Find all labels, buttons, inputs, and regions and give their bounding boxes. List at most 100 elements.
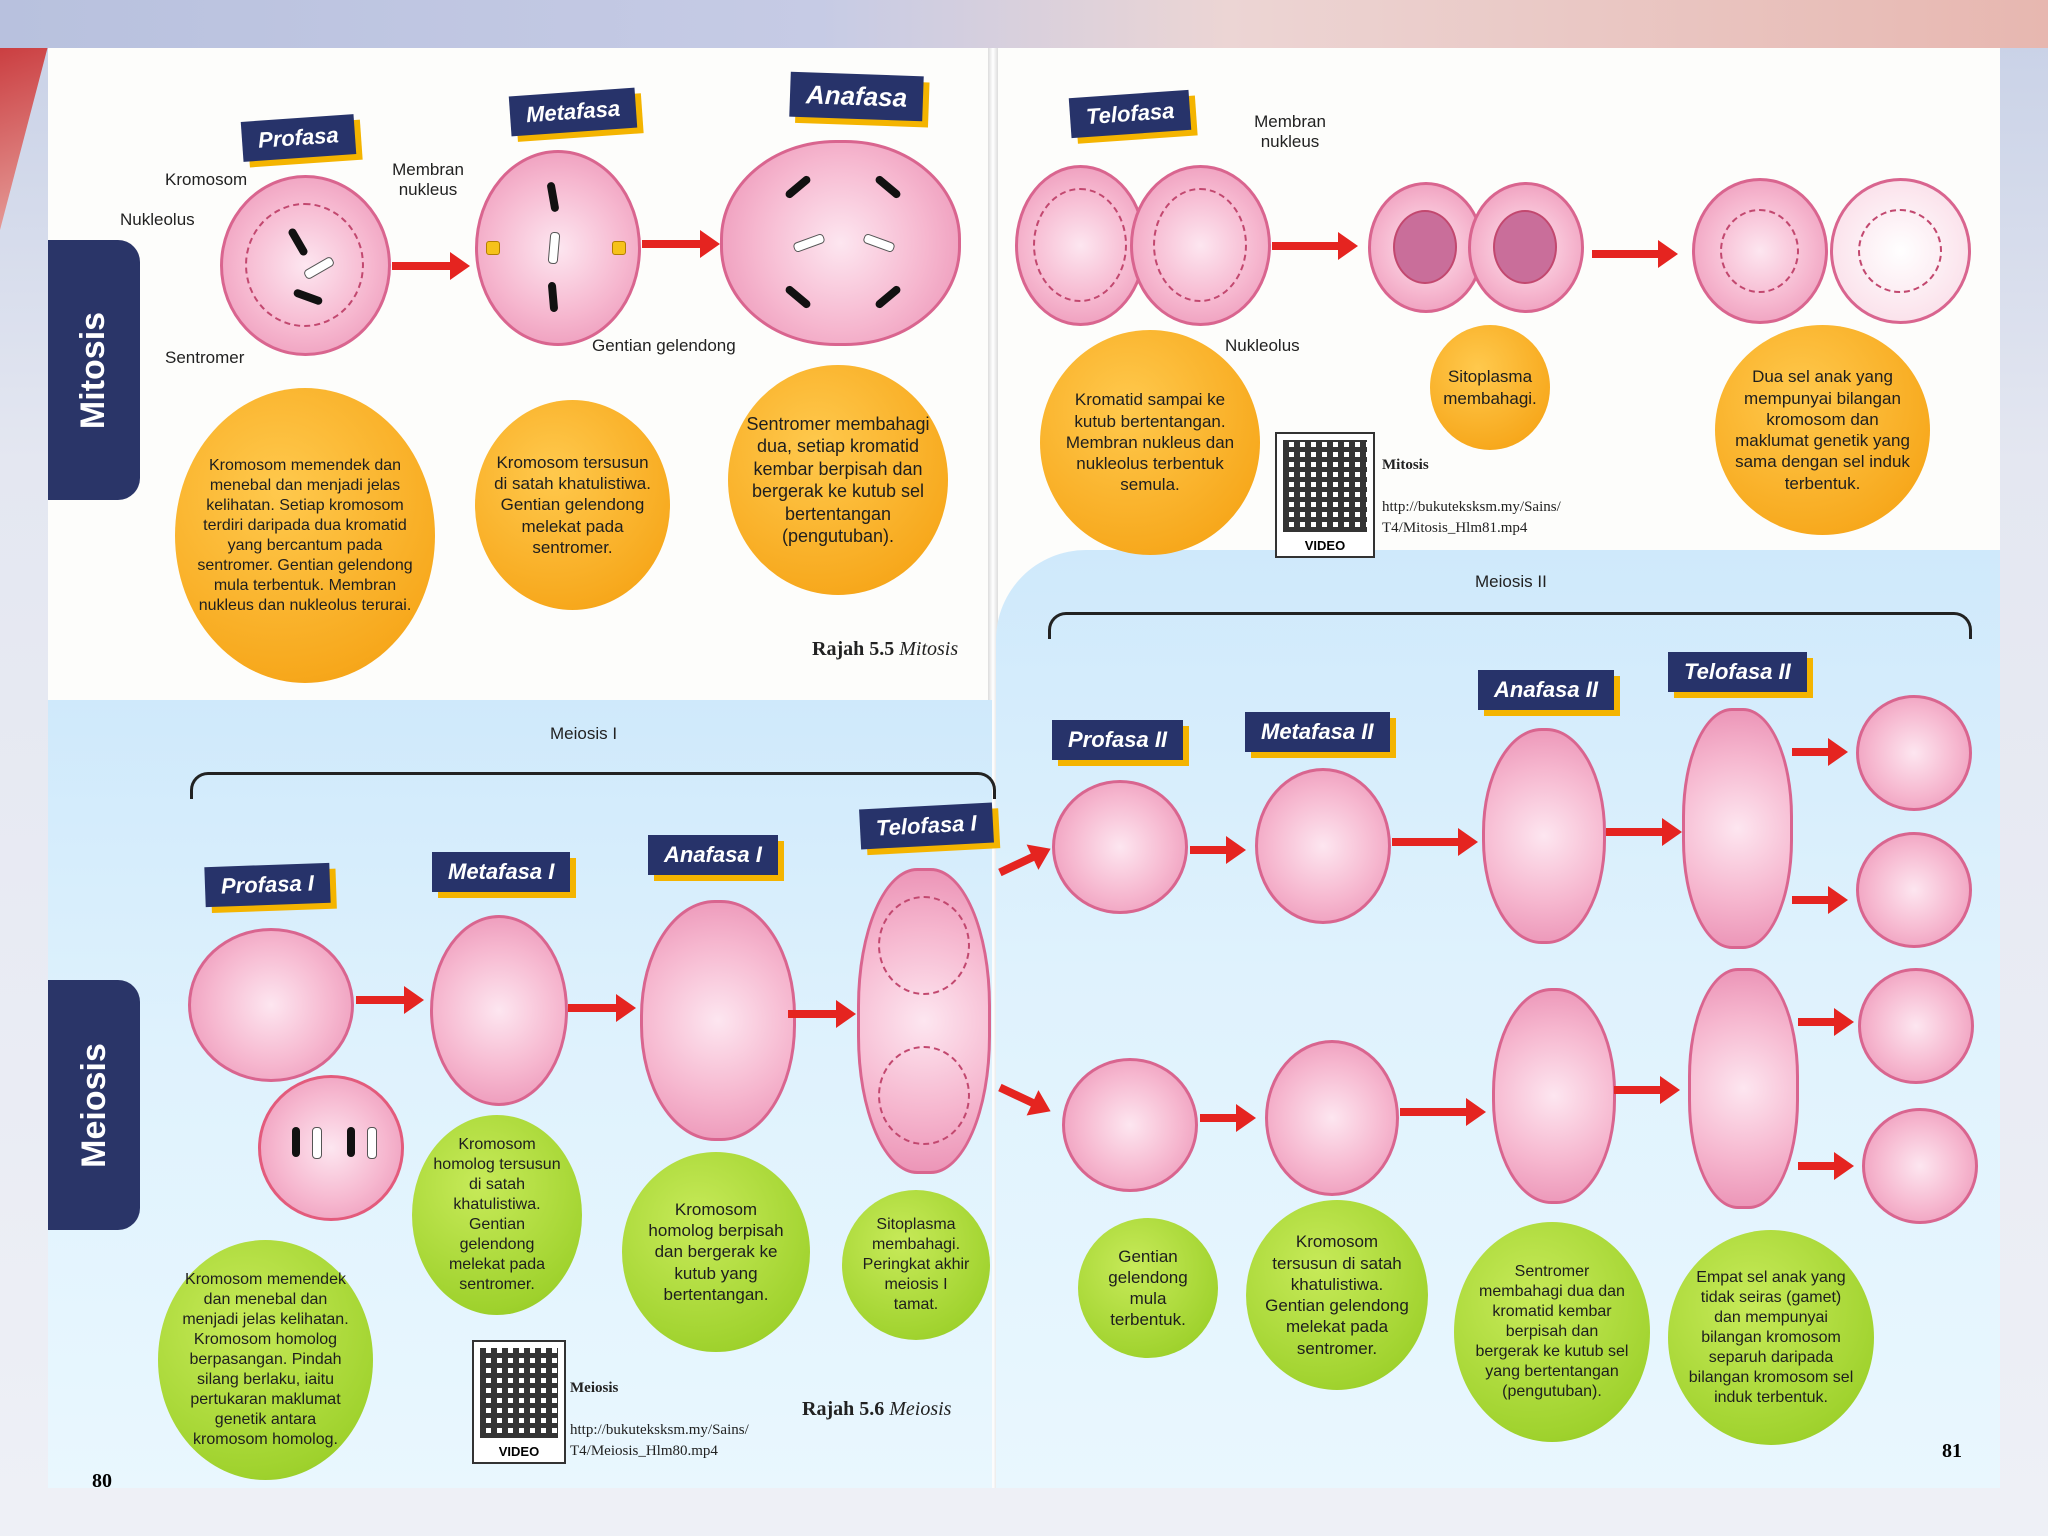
meiosis-tab: Meiosis xyxy=(48,980,140,1230)
arrow xyxy=(356,986,424,1014)
cell-telofasa-2-bottom xyxy=(1688,968,1799,1209)
desc-sitoplasma: Sitoplasma membahagi. xyxy=(1430,325,1550,450)
cell-metafasa-2-bottom xyxy=(1265,1040,1399,1196)
desc-anafasa-2: Sentromer membahagi dua dan kromatid kem… xyxy=(1454,1222,1650,1442)
arrow xyxy=(1592,240,1678,268)
cell-anafasa xyxy=(720,140,961,346)
nucleus xyxy=(878,1046,970,1145)
cell-metafasa xyxy=(475,150,641,346)
stage-metafasa-2: Metafasa II xyxy=(1245,712,1390,752)
cell-anafasa-2-bottom xyxy=(1492,988,1616,1204)
arrow xyxy=(1200,1104,1256,1132)
qr-text-meiosis: Meiosis http://bukuteksksm.my/Sains/ T4/… xyxy=(570,1378,780,1461)
desc-telofasa-1: Sitoplasma membahagi. Peringkat akhir me… xyxy=(842,1190,990,1340)
desc-metafasa: Kromosom tersusun di satah khatulistiwa.… xyxy=(475,400,670,610)
label-sentromer: Sentromer xyxy=(165,348,245,367)
cell-cytokinesis-right xyxy=(1468,182,1584,313)
caption-name: Mitosis xyxy=(899,638,959,660)
chromosome xyxy=(792,232,826,254)
chromosome xyxy=(547,231,561,265)
desc-metafasa-2: Kromosom tersusun di satah khatulistiwa.… xyxy=(1246,1200,1428,1390)
label-meiosis-2: Meiosis II xyxy=(1475,572,1547,591)
arrow xyxy=(1392,828,1478,856)
chromosome xyxy=(862,232,896,254)
arrow xyxy=(788,1000,856,1028)
chromosome xyxy=(367,1127,377,1159)
nucleus xyxy=(1858,209,1942,293)
mitosis-tab: Mitosis xyxy=(48,240,140,500)
qr-video-label: VIDEO xyxy=(498,1444,540,1459)
page-number-right: 81 xyxy=(1942,1440,1962,1462)
chromosome xyxy=(347,1127,355,1157)
qr-code-meiosis[interactable]: VIDEO xyxy=(472,1340,566,1464)
mitosis-tab-label: Mitosis xyxy=(74,311,113,429)
cell-metafasa-1 xyxy=(430,915,568,1106)
nucleus xyxy=(1720,209,1799,293)
stage-anafasa: Anafasa xyxy=(789,71,924,122)
desc-profasa: Kromosom memendek dan menebal dan menjad… xyxy=(175,388,435,683)
desc-metafasa-1: Kromosom homolog tersusun di satah khatu… xyxy=(412,1115,582,1315)
caption-label: Rajah 5.5 xyxy=(812,638,895,660)
label-nukleolus: Nukleolus xyxy=(120,210,195,229)
cell-telofasa-right xyxy=(1130,165,1271,326)
stage-profasa-1: Profasa I xyxy=(204,862,331,908)
qr-title: Mitosis xyxy=(1382,457,1429,473)
centromere xyxy=(486,241,500,255)
stage-anafasa-2: Anafasa II xyxy=(1478,670,1614,710)
cell-telofasa-2-top xyxy=(1682,708,1793,949)
label-membran-nukleus-2: Membran nukleus xyxy=(1254,112,1326,151)
cell-anafasa-2-top xyxy=(1482,728,1606,944)
cell-telofasa-1 xyxy=(857,868,991,1174)
page-number-left: 80 xyxy=(92,1470,112,1492)
slide-top-band xyxy=(0,0,2048,48)
nucleus xyxy=(1493,210,1557,284)
centromere xyxy=(612,241,626,255)
chromosome xyxy=(783,174,813,200)
qr-video-label: VIDEO xyxy=(1304,538,1346,553)
arrow xyxy=(1792,738,1848,766)
brace-meiosis-1 xyxy=(190,772,996,799)
label-kromosom: Kromosom xyxy=(165,170,248,189)
stage-telofasa: Telofasa xyxy=(1068,89,1192,139)
gamete-2 xyxy=(1856,832,1972,948)
chromosome xyxy=(546,181,560,213)
qr-code-mitosis[interactable]: VIDEO xyxy=(1275,432,1375,558)
caption-meiosis: Rajah 5.6 Meiosis xyxy=(802,1398,951,1421)
nucleus xyxy=(878,896,970,995)
arrow xyxy=(1798,1152,1854,1180)
cell-profasa xyxy=(220,175,391,356)
desc-anafasa: Sentromer membahagi dua, setiap kromatid… xyxy=(728,365,948,595)
cell-metafasa-2-top xyxy=(1255,768,1391,924)
label-meiosis-1: Meiosis I xyxy=(550,724,618,743)
nucleus xyxy=(1393,210,1457,284)
chromosome xyxy=(547,281,559,313)
arrow xyxy=(1792,886,1848,914)
label-nukleolus-2: Nukleolus xyxy=(1225,336,1300,355)
desc-profasa-2: Gentian gelendong mula terbentuk. xyxy=(1078,1218,1218,1358)
qr-title: Meiosis xyxy=(570,1380,619,1396)
qr-url[interactable]: http://bukuteksksm.my/Sains/ T4/Meiosis_… xyxy=(570,1422,749,1459)
chromosome xyxy=(873,174,903,200)
daughter-cell-2 xyxy=(1830,178,1971,324)
daughter-cell-1 xyxy=(1692,178,1828,324)
desc-daughter-cells: Dua sel anak yang mempunyai bilangan kro… xyxy=(1715,325,1930,535)
cell-profasa-1 xyxy=(188,928,354,1082)
qr-pattern xyxy=(1283,440,1367,532)
desc-anafasa-1: Kromosom homolog berpisah dan bergerak k… xyxy=(622,1152,810,1352)
qr-pattern xyxy=(480,1348,558,1438)
desc-telofasa: Kromatid sampai ke kutub bertentangan. M… xyxy=(1040,330,1260,555)
nucleus xyxy=(245,203,364,327)
chromosome xyxy=(292,1127,300,1157)
caption-label: Rajah 5.6 xyxy=(802,1398,885,1420)
label-gentian-gelendong: Gentian gelendong xyxy=(592,336,736,355)
cell-profasa-2-top xyxy=(1052,780,1188,914)
stage-anafasa-1: Anafasa I xyxy=(648,835,778,875)
arrow xyxy=(1190,836,1246,864)
chromosome xyxy=(783,284,813,310)
brace-meiosis-2 xyxy=(1048,612,1972,639)
chromosome xyxy=(312,1127,322,1159)
qr-url[interactable]: http://bukuteksksm.my/Sains/ T4/Mitosis_… xyxy=(1382,499,1561,536)
caption-mitosis: Rajah 5.5 Mitosis xyxy=(812,638,958,661)
arrow xyxy=(1606,818,1682,846)
chromosome xyxy=(873,284,903,310)
